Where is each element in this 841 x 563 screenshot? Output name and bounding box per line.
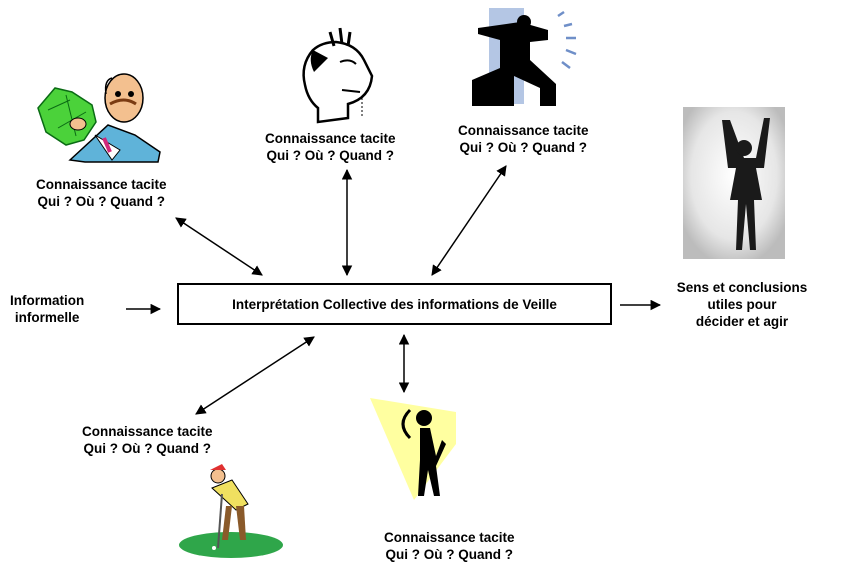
informal-information-label: Information informelle xyxy=(10,293,85,325)
businessman-holding-money-icon xyxy=(37,73,161,163)
thinker-silhouette-icon xyxy=(370,398,456,500)
tacit-knowledge-label-bottom-center: Connaissance tacite Qui ? Où ? Quand ? xyxy=(384,530,515,562)
tacit-knowledge-label-top-center: Connaissance tacite Qui ? Où ? Quand ? xyxy=(265,131,396,163)
pointing-man-icon xyxy=(472,8,577,106)
arrow-bottom-left xyxy=(195,336,315,415)
tacit-knowledge-label-bottom-left: Connaissance tacite Qui ? Où ? Quand ? xyxy=(82,424,213,456)
arrow-top-right xyxy=(431,165,507,276)
output-conclusions-label: Sens et conclusions utiles pour décider … xyxy=(676,280,808,329)
golfer-icon xyxy=(179,464,283,558)
collective-interpretation-label: Interprétation Collective des informatio… xyxy=(232,296,557,312)
arrow-top-left xyxy=(175,217,263,276)
tacit-knowledge-label-top-right: Connaissance tacite Qui ? Où ? Quand ? xyxy=(458,123,589,155)
stressed-man-icon xyxy=(302,27,374,124)
arms-raised-silhouette-icon xyxy=(683,107,785,259)
collective-interpretation-box: Interprétation Collective des informatio… xyxy=(177,283,612,325)
tacit-knowledge-label-top-left: Connaissance tacite Qui ? Où ? Quand ? xyxy=(36,177,167,209)
